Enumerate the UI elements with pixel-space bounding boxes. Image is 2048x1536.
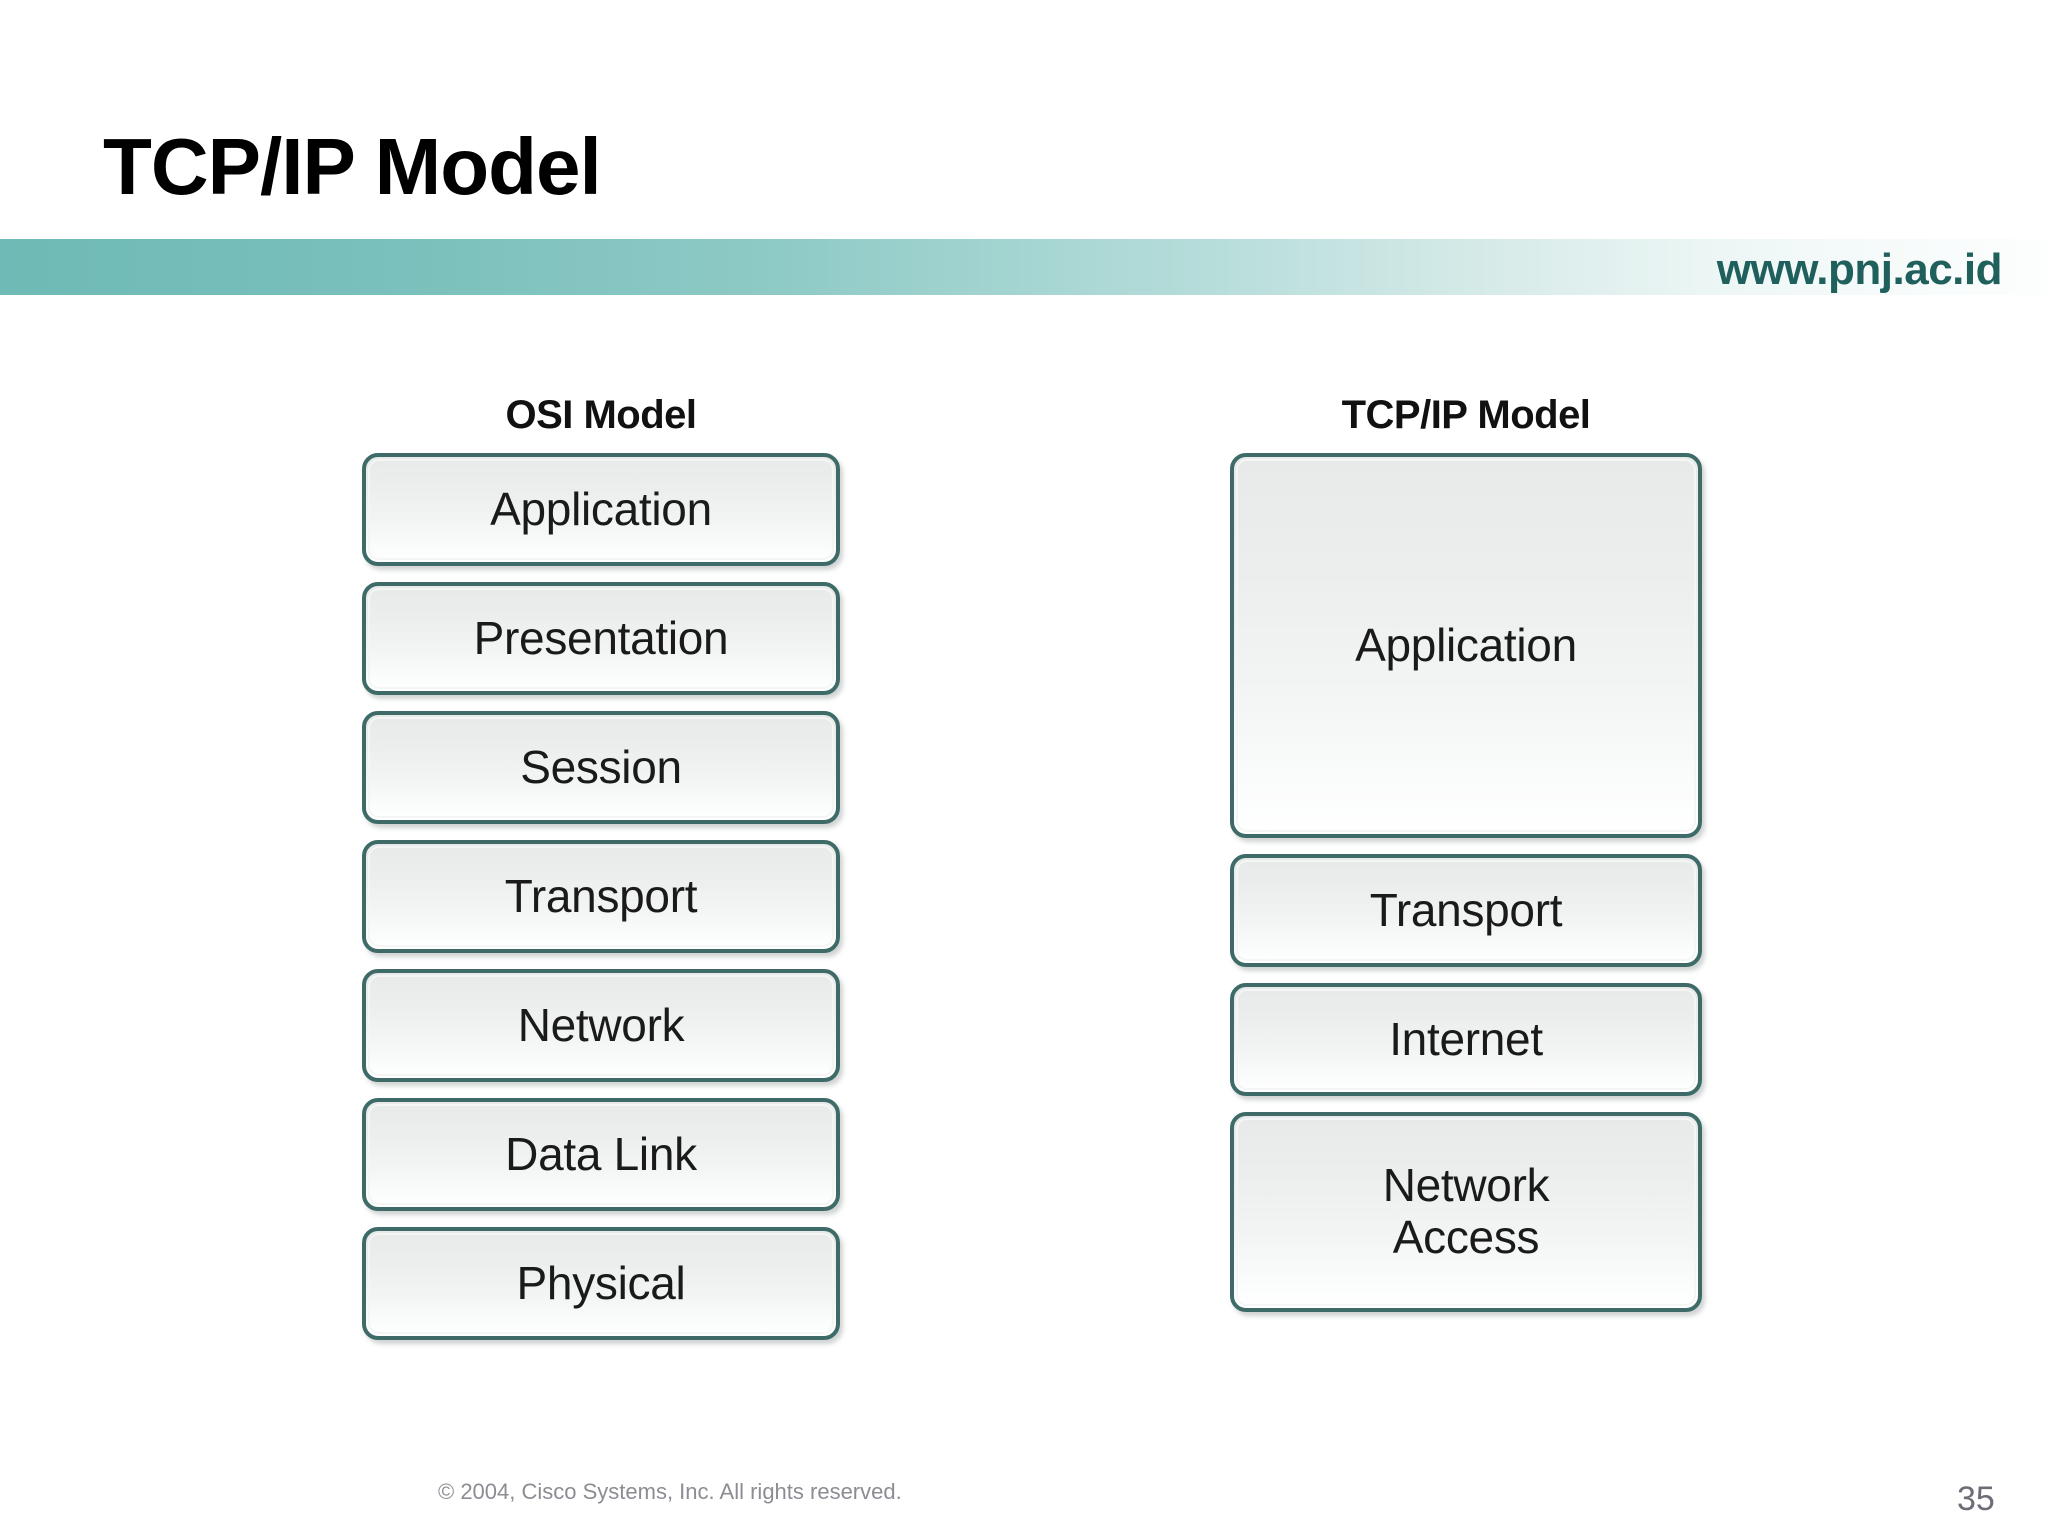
layer-label: Data Link bbox=[505, 1127, 697, 1180]
layer-label: Network bbox=[517, 998, 685, 1051]
osi-model-heading: OSI Model bbox=[505, 393, 697, 437]
layer-label: Physical bbox=[516, 1256, 686, 1309]
layer-label: Session bbox=[520, 740, 682, 793]
slide-page-number: 35 bbox=[1957, 1480, 1995, 1518]
layer-label: Transport bbox=[504, 869, 698, 922]
tcpip-layer-transport[interactable]: Transport bbox=[1230, 854, 1702, 967]
osi-layer-presentation[interactable]: Presentation bbox=[362, 582, 840, 695]
layer-label: Application bbox=[490, 482, 712, 535]
osi-layer-transport[interactable]: Transport bbox=[362, 840, 840, 953]
site-url-label: www.pnj.ac.id bbox=[1716, 245, 2003, 294]
layer-label: Transport bbox=[1369, 883, 1563, 936]
osi-model-column: OSI Model Application Presentation Sessi… bbox=[362, 295, 840, 1356]
accent-banner bbox=[0, 239, 2048, 295]
osi-layer-physical[interactable]: Physical bbox=[362, 1227, 840, 1340]
tcpip-model-heading: TCP/IP Model bbox=[1341, 393, 1591, 437]
tcpip-layer-internet[interactable]: Internet bbox=[1230, 983, 1702, 1096]
layer-label: Application bbox=[1355, 618, 1577, 671]
layer-label: Internet bbox=[1389, 1012, 1543, 1065]
osi-layer-network[interactable]: Network bbox=[362, 969, 840, 1082]
osi-layer-data-link[interactable]: Data Link bbox=[362, 1098, 840, 1211]
page-title: TCP/IP Model bbox=[103, 122, 602, 211]
osi-tcpip-comparison-diagram: OSI Model Application Presentation Sessi… bbox=[0, 295, 2048, 1415]
osi-layer-application[interactable]: Application bbox=[362, 453, 840, 566]
osi-layer-session[interactable]: Session bbox=[362, 711, 840, 824]
copyright-notice: © 2004, Cisco Systems, Inc. All rights r… bbox=[438, 1479, 902, 1504]
osi-layer-stack: Application Presentation Session Transpo… bbox=[362, 453, 840, 1340]
tcpip-layer-application[interactable]: Application bbox=[1230, 453, 1702, 838]
layer-label: Presentation bbox=[473, 611, 729, 664]
tcpip-model-column: TCP/IP Model Application Transport Inter… bbox=[1230, 295, 1702, 1328]
